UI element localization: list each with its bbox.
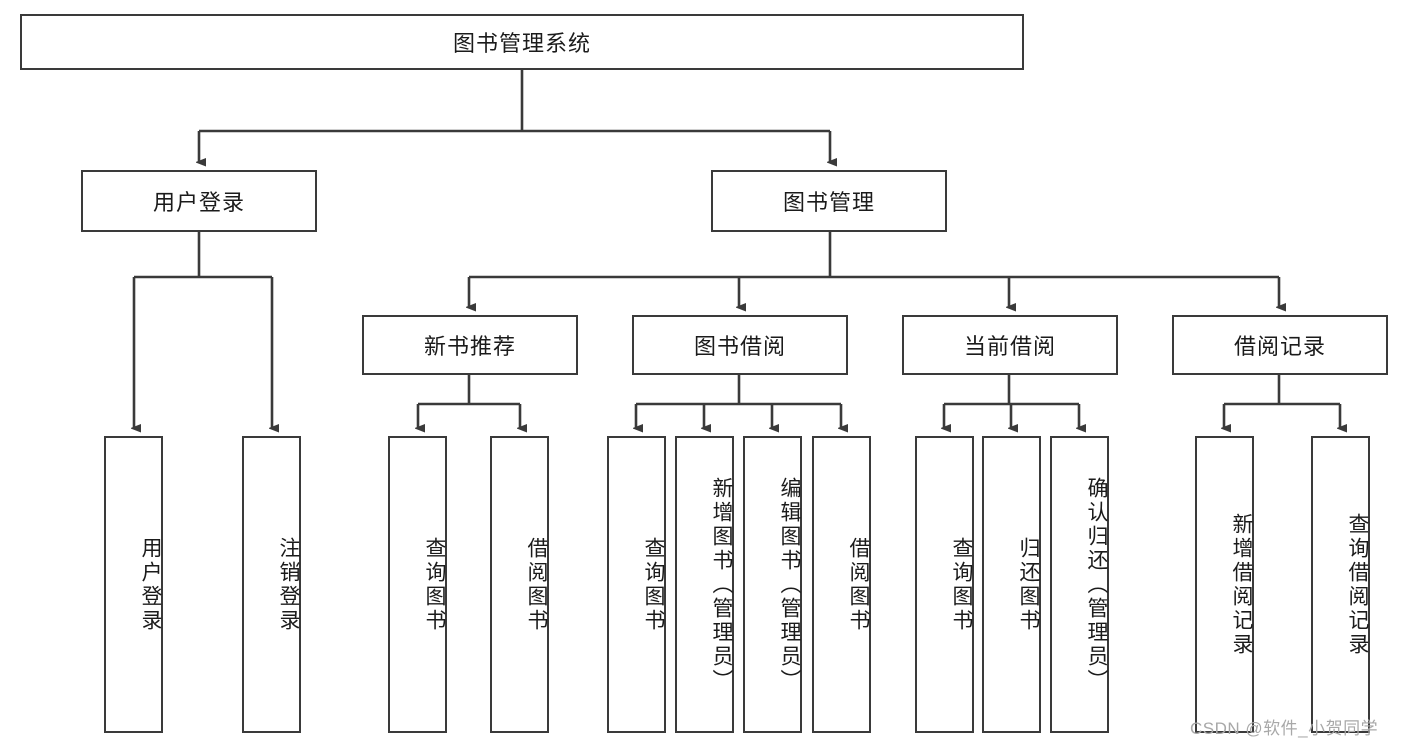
node-leaf-logout-label: 注销登录 bbox=[277, 536, 300, 633]
node-book-borrow-label: 图书借阅 bbox=[693, 334, 786, 359]
node-leaf-user-login[interactable]: 用户登录 bbox=[104, 436, 163, 733]
node-leaf-borrow-book-1[interactable]: 借阅图书 bbox=[490, 436, 549, 733]
node-borrow-record[interactable]: 借阅记录 bbox=[1172, 315, 1388, 375]
node-leaf-add-record[interactable]: 新增借阅记录 bbox=[1195, 436, 1254, 733]
node-leaf-query-book-1[interactable]: 查询图书 bbox=[388, 436, 447, 733]
node-leaf-query-book-1-label: 查询图书 bbox=[423, 536, 446, 633]
node-leaf-logout[interactable]: 注销登录 bbox=[242, 436, 301, 733]
node-leaf-query-book-2-label: 查询图书 bbox=[642, 536, 665, 633]
node-leaf-query-book-3-label: 查询图书 bbox=[950, 536, 973, 633]
node-leaf-user-login-label: 用户登录 bbox=[139, 536, 162, 633]
node-root-label: 图书管理系统 bbox=[452, 31, 591, 56]
node-user-login[interactable]: 用户登录 bbox=[81, 170, 317, 232]
node-leaf-borrow-book-2-label: 借阅图书 bbox=[847, 536, 870, 633]
node-leaf-confirm-return-label: 确认归还（管理员） bbox=[1085, 476, 1108, 693]
node-user-login-label: 用户登录 bbox=[152, 190, 245, 215]
node-leaf-confirm-return[interactable]: 确认归还（管理员） bbox=[1050, 436, 1109, 733]
node-leaf-query-book-3[interactable]: 查询图书 bbox=[915, 436, 974, 733]
node-new-book-rec-label: 新书推荐 bbox=[423, 334, 516, 359]
node-leaf-return-book-label: 归还图书 bbox=[1017, 536, 1040, 633]
node-current-borrow[interactable]: 当前借阅 bbox=[902, 315, 1118, 375]
node-leaf-query-record[interactable]: 查询借阅记录 bbox=[1311, 436, 1370, 733]
node-leaf-add-book[interactable]: 新增图书（管理员） bbox=[675, 436, 734, 733]
node-leaf-add-record-label: 新增借阅记录 bbox=[1230, 512, 1253, 657]
node-root[interactable]: 图书管理系统 bbox=[20, 14, 1024, 70]
node-book-manage-label: 图书管理 bbox=[782, 190, 875, 215]
csdn-watermark: CSDN @软件_小贺同学 bbox=[1190, 719, 1379, 738]
node-leaf-edit-book[interactable]: 编辑图书（管理员） bbox=[743, 436, 802, 733]
node-leaf-borrow-book-2[interactable]: 借阅图书 bbox=[812, 436, 871, 733]
node-leaf-edit-book-label: 编辑图书（管理员） bbox=[778, 476, 801, 693]
node-book-borrow[interactable]: 图书借阅 bbox=[632, 315, 848, 375]
node-book-manage[interactable]: 图书管理 bbox=[711, 170, 947, 232]
node-current-borrow-label: 当前借阅 bbox=[963, 334, 1056, 359]
node-leaf-borrow-book-1-label: 借阅图书 bbox=[525, 536, 548, 633]
node-new-book-rec[interactable]: 新书推荐 bbox=[362, 315, 578, 375]
node-borrow-record-label: 借阅记录 bbox=[1233, 334, 1326, 359]
node-leaf-query-record-label: 查询借阅记录 bbox=[1346, 512, 1369, 657]
node-leaf-query-book-2[interactable]: 查询图书 bbox=[607, 436, 666, 733]
node-leaf-add-book-label: 新增图书（管理员） bbox=[710, 476, 733, 693]
node-leaf-return-book[interactable]: 归还图书 bbox=[982, 436, 1041, 733]
